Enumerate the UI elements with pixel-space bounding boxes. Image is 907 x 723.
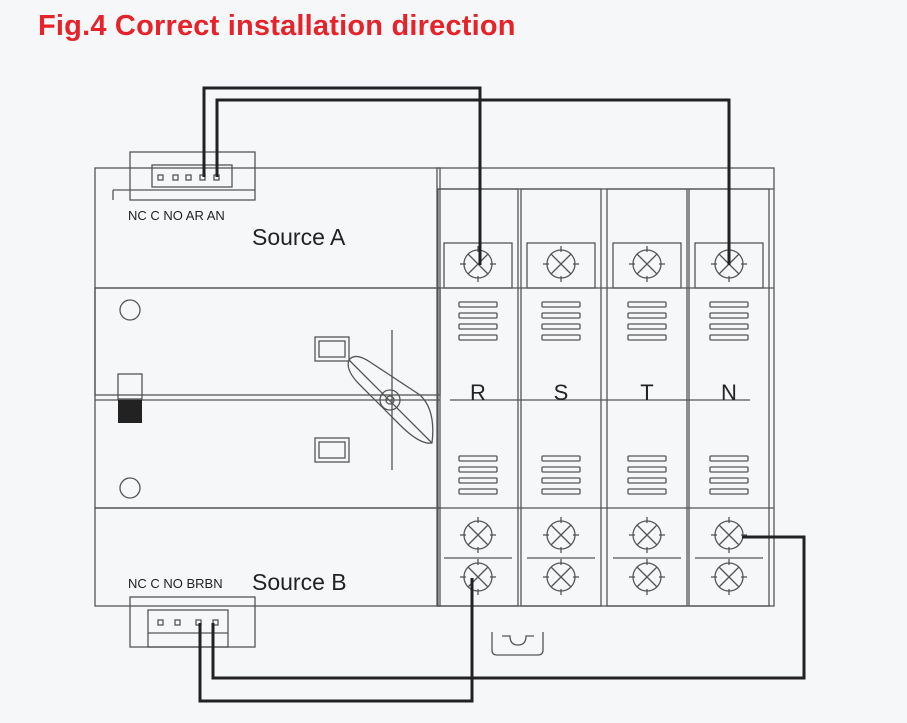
pole-t: T: [606, 188, 688, 607]
vent-slots-bottom: [627, 455, 667, 495]
source-b-terminal-labels: NC C NO BRBN: [128, 576, 223, 591]
source-b-label: Source B: [252, 569, 347, 595]
mode-switch: [117, 373, 143, 400]
terminal-screw-bottom-1[interactable]: [711, 517, 747, 553]
control-module-lower: [94, 507, 441, 607]
terminal-screw-bottom-2[interactable]: [629, 559, 665, 595]
source-b-terminal-block: [129, 596, 256, 648]
control-module-upper: [94, 167, 441, 396]
pole-label: R: [470, 380, 486, 405]
pole-label: N: [721, 380, 737, 405]
terminal-screw-bottom-2[interactable]: [711, 559, 747, 595]
terminal-screw-bottom-2[interactable]: [460, 559, 496, 595]
pole-s: S: [520, 188, 602, 607]
source-a-label: Source A: [252, 224, 346, 250]
pole-n: N: [688, 188, 770, 607]
figure-title: Fig.4 Correct installation direction: [38, 10, 516, 42]
control-wires: [198, 86, 806, 703]
position-window-bottom: [314, 437, 350, 463]
vent-slots-bottom: [709, 455, 749, 495]
vent-slots-top: [541, 301, 581, 341]
wire-an-to-n: [215, 98, 731, 265]
pole-label: S: [554, 380, 569, 405]
din-rail-clip: [491, 632, 544, 656]
mode-switch-knob: [118, 400, 142, 423]
source-a-terminal-block: [112, 151, 256, 201]
wire-br-to-r: [198, 578, 474, 703]
pole-r: R: [437, 188, 519, 607]
position-window-top: [314, 336, 350, 362]
terminal-screw-bottom-1[interactable]: [629, 517, 665, 553]
vent-slots-bottom: [541, 455, 581, 495]
terminal-screw-top[interactable]: [543, 246, 579, 282]
terminal-screw-bottom-1[interactable]: [460, 517, 496, 553]
switch-body: [94, 167, 441, 607]
terminal-screw-top[interactable]: [460, 246, 496, 282]
terminal-screw-bottom-2[interactable]: [543, 559, 579, 595]
vent-slots-top: [458, 301, 498, 341]
pole-label: T: [640, 380, 653, 405]
vent-slots-bottom: [458, 455, 498, 495]
source-a-terminal-labels: NC C NO AR AN: [128, 208, 225, 223]
operating-handle[interactable]: [347, 330, 434, 470]
indicator-light-bottom: [119, 477, 141, 499]
vent-slots-top: [627, 301, 667, 341]
wire-bn-to-n: [211, 535, 806, 680]
terminal-screw-top[interactable]: [629, 246, 665, 282]
indicator-light-top: [119, 299, 141, 321]
wire-ar-to-r: [202, 86, 482, 265]
terminal-screw-bottom-1[interactable]: [543, 517, 579, 553]
vent-slots-top: [709, 301, 749, 341]
